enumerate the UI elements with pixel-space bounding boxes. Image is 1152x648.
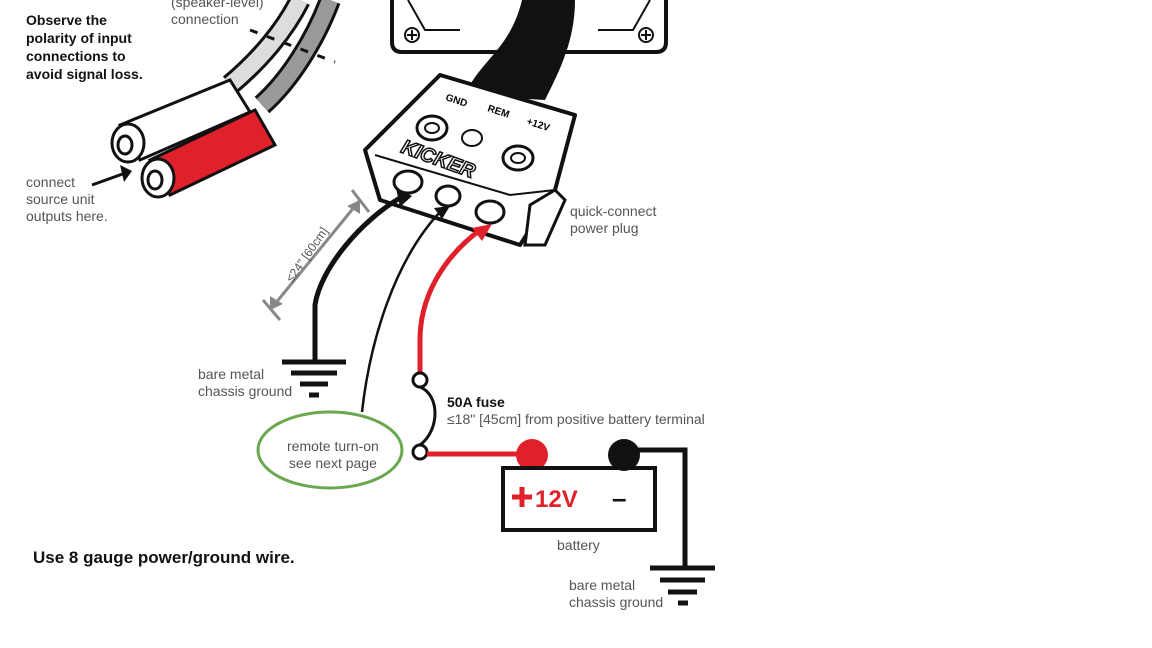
ground-symbol-icon [282, 359, 346, 398]
battery-positive-post [516, 439, 548, 471]
battery-ground-wire [624, 447, 688, 568]
terminal-rem-icon [461, 129, 483, 147]
quick-connect-label: quick-connect power plug [570, 203, 657, 236]
remote-turn-on-callout [256, 410, 404, 490]
quick-connect-plug: GND REM +12V KICKER [363, 73, 577, 247]
ground-wire [312, 192, 407, 360]
power-wire [417, 228, 482, 372]
speaker-level-label: (speaker-level) connection [171, 0, 264, 27]
battery-label: battery [557, 537, 600, 553]
battery-negative-post [608, 439, 640, 471]
connect-source-label: connect source unit outputs here. [26, 174, 108, 224]
remote-turn-on-label: remote turn-on see next page [287, 438, 379, 471]
polarity-note: Observe the polarity of input connection… [26, 12, 143, 82]
gauge-note: Use 8 gauge power/ground wire. [33, 548, 295, 567]
fuse-icon [411, 371, 437, 461]
ground-label-bottom: bare metal chassis ground [569, 577, 664, 610]
battery-icon [501, 439, 657, 532]
ground-symbol-icon [650, 565, 715, 606]
remote-wire [360, 211, 441, 413]
battery-negative-sign: – [612, 483, 626, 513]
ground-label-top: bare metal chassis ground [198, 366, 293, 399]
fuse-detail: ≤18" [45cm] from positive battery termin… [447, 411, 705, 427]
fuse-title: 50A fuse [447, 394, 505, 410]
rca-plug-red [140, 108, 278, 199]
power-cable-bundle [465, 0, 575, 100]
battery-voltage: 12V [535, 486, 578, 513]
rca-plug-white [110, 78, 253, 164]
rca-cable [222, 0, 341, 114]
arrow-icon [91, 170, 129, 187]
